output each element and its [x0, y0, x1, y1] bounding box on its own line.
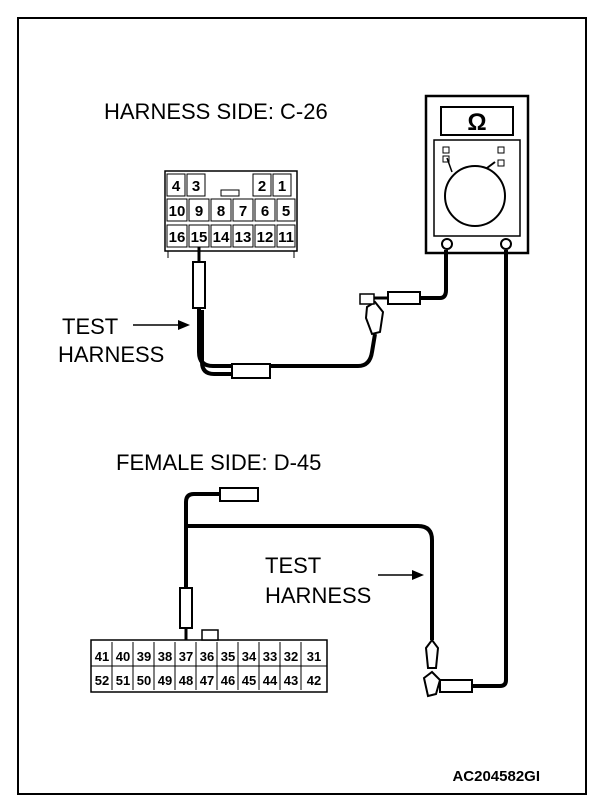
pin-d45: 41: [95, 649, 109, 664]
pin-d45: 49: [158, 673, 172, 688]
pin-d45: 50: [137, 673, 151, 688]
connector-icon: [231, 363, 271, 379]
pin-c26: 15: [191, 229, 208, 246]
pin-c26: 11: [278, 229, 294, 246]
pin-c26: 1: [278, 178, 286, 195]
test-label-2: TEST: [265, 553, 321, 578]
meter-lead-right: [472, 250, 508, 688]
upper-test-harness: [192, 247, 448, 379]
pin-d45: 31: [307, 649, 321, 664]
test-harness-wire: [197, 308, 377, 368]
connector-c26: 4 3 2 1 10 9 8 7 6 5 16 15 14 13 12 11: [164, 170, 298, 258]
pin-c26: 2: [258, 178, 266, 195]
pin-d45: 34: [242, 649, 257, 664]
figure-frame: [17, 17, 587, 795]
alligator-clip: [422, 670, 442, 698]
pin-d45: 48: [179, 673, 193, 688]
pin-c26: 7: [239, 203, 247, 220]
pin-c26: 3: [192, 178, 200, 195]
pin-d45: 38: [158, 649, 172, 664]
arrow-icon: [133, 320, 190, 330]
pin-d45: 32: [284, 649, 298, 664]
pin-d45: 36: [200, 649, 214, 664]
pin-d45: 33: [263, 649, 277, 664]
pin-d45: 51: [116, 673, 130, 688]
pin-d45: 37: [179, 649, 193, 664]
test-harness-wire: [188, 524, 434, 640]
ohmmeter-icon: Ω: [424, 94, 530, 255]
pin-d45: 46: [221, 673, 235, 688]
ohm-symbol: Ω: [467, 109, 486, 136]
connector-d45-key: [201, 629, 219, 641]
pin-d45: 42: [307, 673, 321, 688]
pin-c26: 12: [257, 229, 274, 246]
female-side-label: FEMALE SIDE: D-45: [116, 450, 321, 475]
arrow-icon: [378, 570, 424, 580]
selector-dial: [444, 165, 506, 227]
pin-d45: 52: [95, 673, 109, 688]
pin-d45: 39: [137, 649, 151, 664]
lower-test-harness: [179, 250, 508, 698]
pin-c26: 6: [261, 203, 269, 220]
pin-c26: 13: [235, 229, 252, 246]
pin-c26: 5: [282, 203, 290, 220]
harness-label-2: HARNESS: [265, 583, 371, 608]
pin-d45: 47: [200, 673, 214, 688]
pin-d45: 43: [284, 673, 298, 688]
meter-display: [440, 106, 514, 136]
alligator-clip: [364, 300, 385, 336]
connector-c26-key: [220, 189, 240, 197]
pin-c26: 8: [217, 203, 225, 220]
pin-d45: 35: [221, 649, 235, 664]
harness-label-1: HARNESS: [58, 342, 164, 367]
meter-lead-left: [420, 250, 448, 300]
meter-terminal-right: [500, 238, 512, 250]
test-label-1: TEST: [62, 314, 118, 339]
pin-d45: 40: [116, 649, 130, 664]
pin-c26: 14: [213, 229, 230, 246]
pin-c26: 4: [172, 178, 181, 195]
probe-icon: [192, 261, 206, 309]
probe-icon: [424, 638, 440, 669]
figure-code: AC204582GI: [452, 768, 540, 785]
pin-c26: 10: [169, 203, 186, 220]
pin-c26: 16: [169, 229, 186, 246]
probe-icon: [179, 587, 193, 629]
connector-icon: [219, 487, 259, 502]
pin-d45: 44: [263, 673, 278, 688]
pin-c26: 9: [195, 203, 203, 220]
pin-d45: 45: [242, 673, 256, 688]
connector-d45: 41 40 39 38 37 36 35 34 33 32 31 52 51 5…: [90, 629, 328, 693]
meter-terminal-left: [441, 238, 453, 250]
harness-side-label: HARNESS SIDE: C-26: [104, 99, 328, 124]
